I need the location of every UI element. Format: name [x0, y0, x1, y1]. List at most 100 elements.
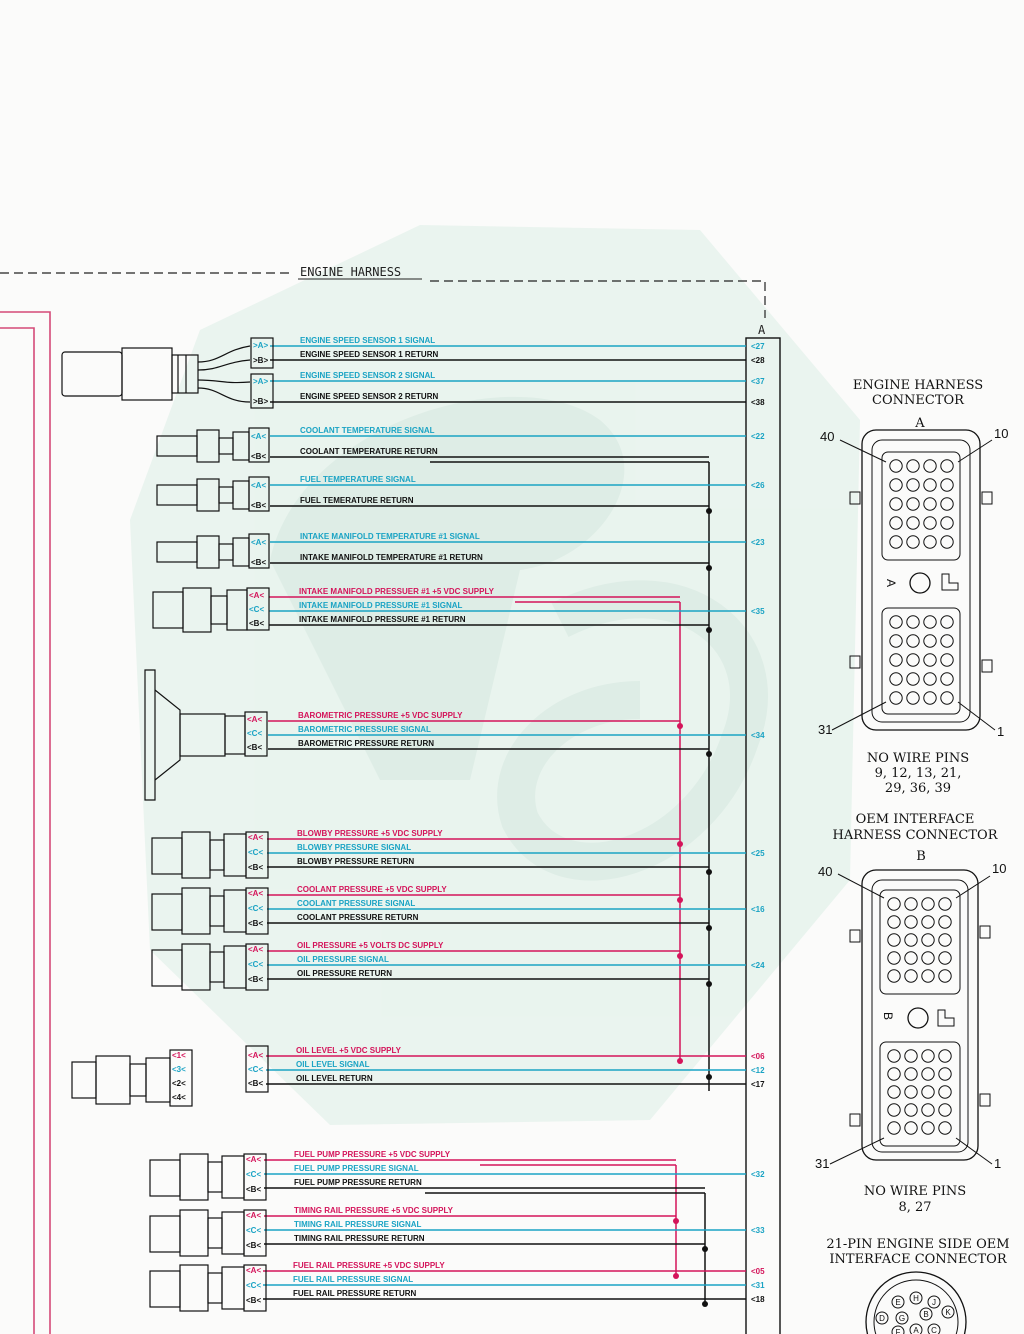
- connector-pin: [889, 653, 903, 667]
- pin-label: <A<: [248, 833, 263, 842]
- signal-wire: INTAKE MANIFOLD PRESSURE #1 RETURN: [269, 615, 709, 626]
- connector-pin: [938, 933, 952, 947]
- connector-pin: [923, 478, 937, 492]
- connector-pin: [887, 1067, 901, 1081]
- pin-label: <A<: [246, 1266, 261, 1275]
- connector-title: 21-PIN ENGINE SIDE OEM: [826, 1237, 1009, 1252]
- signal-wire: FUEL RAIL PRESSURE RETURN<18: [263, 1289, 765, 1304]
- connector-pin: [887, 1085, 901, 1099]
- pin-label: <B<: [246, 1241, 261, 1250]
- connector-pin: [889, 691, 903, 705]
- signal-wire: ENGINE SPEED SENSOR 2 SIGNAL<37: [270, 371, 765, 386]
- connector-pin: [891, 1325, 905, 1334]
- connector-pin: [940, 516, 954, 530]
- connector-pin: [906, 691, 920, 705]
- connector-pin: [940, 634, 954, 648]
- connector-pin: [906, 497, 920, 511]
- signal-wire: ENGINE SPEED SENSOR 1 RETURN<28: [270, 350, 765, 365]
- connector-pin: [921, 915, 935, 929]
- connector-title: ENGINE HARNESS: [853, 378, 983, 393]
- signal-wire: COOLANT TEMPERATURE RETURN: [270, 447, 709, 458]
- connector-pin: [904, 969, 918, 983]
- pin-number: 40: [818, 864, 832, 879]
- ecm-connector-a-bar: [745, 337, 781, 1334]
- pin-label: <3<: [172, 1065, 186, 1074]
- no-wire-note: 8, 27: [898, 1200, 931, 1215]
- pin-label: <C<: [246, 1281, 261, 1290]
- blowby-pressure-sensor: [151, 831, 269, 879]
- connector-letter: A: [884, 579, 898, 587]
- connector-pin: [927, 1323, 941, 1334]
- ecm-pin-number: <16: [751, 905, 765, 914]
- pin-label: <A<: [249, 591, 264, 600]
- ecm-pin-number: <32: [751, 1170, 765, 1179]
- pin-label: <B<: [251, 452, 266, 461]
- connector-title: CONNECTOR: [872, 393, 965, 408]
- connector-pin: [940, 535, 954, 549]
- connector-pin: [906, 459, 920, 473]
- connector-pin: [938, 1121, 952, 1135]
- signal-wire: TIMING RAIL PRESSURE +5 VDC SUPPLY: [264, 1206, 676, 1217]
- ecm-pin-number: <12: [751, 1066, 765, 1075]
- pin-label: <C<: [248, 904, 263, 913]
- pin-label: <B<: [248, 1079, 263, 1088]
- signal-wire: FUEL RAIL PRESSURE +5 VDC SUPPLY<05: [263, 1261, 765, 1276]
- pin-number: 1: [997, 724, 1004, 739]
- connector-pin: [887, 897, 901, 911]
- ecm-pin-number: <28: [751, 356, 765, 365]
- signal-wire: INTAKE MANIFOLD TEMPERATURE #1 RETURN: [270, 553, 709, 564]
- ecm-pin-number: <06: [751, 1052, 765, 1061]
- connector-pin: [921, 951, 935, 965]
- connector-pin: [906, 672, 920, 686]
- pin-label: <B<: [247, 743, 262, 752]
- ecm-pin-number: <34: [751, 731, 765, 740]
- connector-pin: [889, 459, 903, 473]
- signal-wire: BAROMETRIC PRESSURE RETURN: [268, 739, 709, 750]
- signal-wire: OIL PRESSURE +5 VOLTS DC SUPPLY: [267, 941, 680, 952]
- connector-pin: [938, 1067, 952, 1081]
- signal-label: COOLANT PRESSURE RETURN: [297, 913, 419, 922]
- pin-label: <2<: [172, 1079, 186, 1088]
- bus-junctions: [673, 508, 712, 1307]
- connector-pin: [923, 653, 937, 667]
- signal-label: FUEL PUMP PRESSURE +5 VDC SUPPLY: [294, 1150, 451, 1159]
- connector-pin: [906, 634, 920, 648]
- connector-pin: [938, 1103, 952, 1117]
- pin-number: 1: [994, 1156, 1001, 1171]
- pin-label: <C<: [248, 1065, 263, 1074]
- signal-label: INTAKE MANIFOLD PRESSUER #1 +5 VDC SUPPL…: [299, 587, 495, 596]
- signal-wire: INTAKE MANIFOLD TEMPERATURE #1 SIGNAL<23: [270, 532, 765, 547]
- connector-pin: [906, 478, 920, 492]
- pin-label: <A<: [247, 715, 262, 724]
- connector-pin: [889, 535, 903, 549]
- connector-pin: [904, 1049, 918, 1063]
- sheet-border: [0, 311, 51, 1334]
- no-wire-note: NO WIRE PINS: [864, 1184, 966, 1199]
- connector-pin: [889, 672, 903, 686]
- signal-label: OIL LEVEL +5 VDC SUPPLY: [296, 1046, 402, 1055]
- connector-pin: [921, 1103, 935, 1117]
- pin-letter: C: [931, 1326, 937, 1334]
- signal-wire: FUEL PUMP PRESSURE RETURN: [264, 1178, 705, 1189]
- pin-label: <A<: [251, 432, 266, 441]
- connector-pin: [921, 969, 935, 983]
- connector-pin: [889, 497, 903, 511]
- engine-speed-sensor: [61, 337, 274, 409]
- pin-label: >B>: [253, 356, 268, 365]
- signal-label: COOLANT TEMPERATURE RETURN: [300, 447, 438, 456]
- signal-wire: OIL LEVEL +5 VDC SUPPLY <06: [266, 1046, 765, 1061]
- connector-a-pin-grid: [889, 459, 954, 705]
- connector-pin: [887, 1103, 901, 1117]
- connector-pin: [938, 897, 952, 911]
- pin-number: 10: [992, 861, 1006, 876]
- connector-pin: [923, 634, 937, 648]
- signal-wire: BLOWBY PRESSURE SIGNAL<25: [267, 843, 765, 858]
- pin-label: <C<: [246, 1226, 261, 1235]
- pin-label: <B<: [248, 975, 263, 984]
- signal-wire: TIMING RAIL PRESSURE RETURN: [264, 1234, 705, 1245]
- signal-wire: ENGINE SPEED SENSOR 2 RETURN<38: [270, 392, 765, 407]
- pin-letter: H: [913, 1294, 919, 1303]
- connector-letter: B: [916, 849, 926, 864]
- connector-pin: [904, 915, 918, 929]
